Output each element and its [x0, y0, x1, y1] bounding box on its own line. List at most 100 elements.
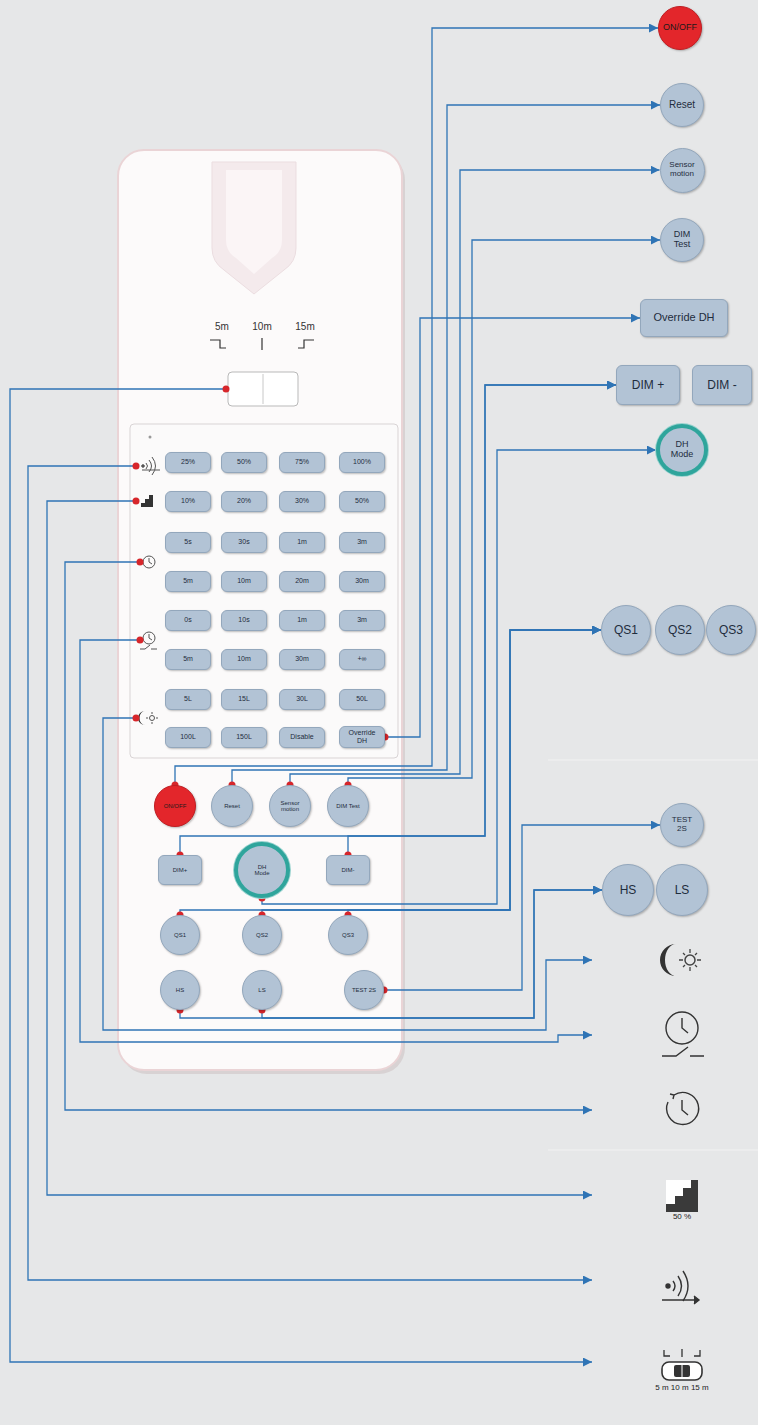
setting-icon: 50 %: [662, 1174, 702, 1227]
key-button: 10m: [221, 571, 267, 592]
button-label: TEST 2S: [668, 816, 696, 833]
button-label: QS1: [174, 932, 186, 938]
button-label: ON/OFF: [164, 803, 187, 809]
range-mark: [298, 340, 314, 348]
button-label: 15L: [238, 695, 250, 703]
key-button: DIM -: [692, 365, 752, 405]
button-label: TEST 2S: [352, 987, 376, 993]
button-label: 100%: [353, 458, 371, 466]
round-button: Sensor motion: [269, 785, 311, 827]
setting-icon: 5 m 10 m 15 m: [652, 1344, 712, 1397]
round-button: QS3: [328, 915, 368, 955]
button-label: 3m: [357, 616, 367, 624]
button-label: 100L: [180, 733, 196, 741]
key-button: 100L: [165, 727, 211, 748]
callout-connector: [348, 385, 616, 855]
key-button: DIM-: [326, 855, 370, 885]
key-button: 30m: [279, 649, 325, 670]
button-label: 75%: [295, 458, 309, 466]
round-button: DH Mode: [656, 424, 708, 476]
button-label: QS1: [614, 624, 638, 637]
button-label: HS: [176, 987, 184, 993]
key-button: 25%: [165, 452, 211, 473]
round-button: HS: [160, 970, 200, 1010]
key-button: Disable: [279, 727, 325, 748]
key-button: 5L: [165, 689, 211, 710]
round-button: DH Mode: [234, 842, 290, 898]
button-label: 1m: [297, 616, 307, 624]
button-label: 5L: [184, 695, 192, 703]
divider: [548, 1150, 758, 1151]
button-label: HS: [620, 884, 637, 897]
button-label: 50L: [356, 695, 368, 703]
callout-connector: [290, 170, 660, 785]
key-button: 5m: [165, 571, 211, 592]
round-button: QS3: [706, 605, 756, 655]
button-label: 5m: [183, 577, 193, 585]
button-label: 150L: [236, 733, 252, 741]
button-label: LS: [258, 987, 265, 993]
button-label: Override DH: [344, 729, 380, 744]
button-label: 20%: [237, 497, 251, 505]
day-night-icon: [660, 944, 701, 976]
button-label: 30m: [295, 655, 309, 663]
button-label: DIM-: [342, 867, 355, 873]
callout-connector: [262, 890, 602, 1018]
button-label: QS3: [342, 932, 354, 938]
key-button: 75%: [279, 452, 325, 473]
key-button: Override DH: [640, 299, 728, 337]
button-label: 5s: [184, 538, 191, 546]
button-label: ON/OFF: [663, 23, 697, 33]
button-label: QS3: [719, 624, 743, 637]
key-button: 10s: [221, 610, 267, 631]
button-label: 10m: [237, 577, 251, 585]
range-label: 10m: [252, 321, 271, 332]
key-button: Override DH: [339, 726, 385, 748]
callout-connector: [180, 630, 601, 915]
key-button: DIM+: [158, 855, 202, 885]
button-label: 0s: [184, 616, 191, 624]
round-button: DIM Test: [660, 218, 704, 262]
button-label: DIM -: [707, 379, 736, 392]
button-label: 30L: [296, 695, 308, 703]
button-label: 30s: [238, 538, 249, 546]
range-switch-icon: [656, 1348, 708, 1384]
panel-led: [149, 436, 152, 439]
button-label: 50 %: [673, 1213, 691, 1222]
button-label: 30%: [295, 497, 309, 505]
round-button: ON/OFF: [154, 785, 196, 827]
button-label: 3m: [357, 538, 367, 546]
callout-connector: [262, 630, 601, 915]
clock-switch-icon: [662, 1012, 704, 1056]
round-button: LS: [242, 970, 282, 1010]
callout-connector: [348, 240, 660, 785]
key-button: 20%: [221, 491, 267, 512]
button-label: DIM Test: [336, 803, 360, 809]
key-button: 50%: [221, 452, 267, 473]
key-button: 30s: [221, 532, 267, 553]
button-label: 5 m 10 m 15 m: [655, 1384, 708, 1393]
key-button: 3m: [339, 610, 385, 631]
callout-connector: [180, 385, 616, 855]
key-button: 100%: [339, 452, 385, 473]
button-label: DH Mode: [667, 440, 697, 459]
remote-housing: [118, 150, 402, 1070]
round-button: QS2: [655, 605, 705, 655]
button-label: LS: [675, 884, 690, 897]
key-button: 30%: [279, 491, 325, 512]
key-button: 150L: [221, 727, 267, 748]
round-button: Reset: [211, 785, 253, 827]
callout-connector: [348, 630, 601, 915]
round-button: TEST 2S: [344, 970, 384, 1010]
signal-symbol: [142, 457, 160, 475]
range-mark: [261, 338, 262, 350]
key-button: 1m: [279, 610, 325, 631]
button-label: Override DH: [653, 312, 714, 324]
key-button: 20m: [279, 571, 325, 592]
round-button: Sensor motion: [660, 148, 705, 193]
key-button: 50%: [339, 491, 385, 512]
button-label: 25%: [181, 458, 195, 466]
sensor-dome-highlight: [226, 170, 282, 274]
key-button: 0s: [165, 610, 211, 631]
